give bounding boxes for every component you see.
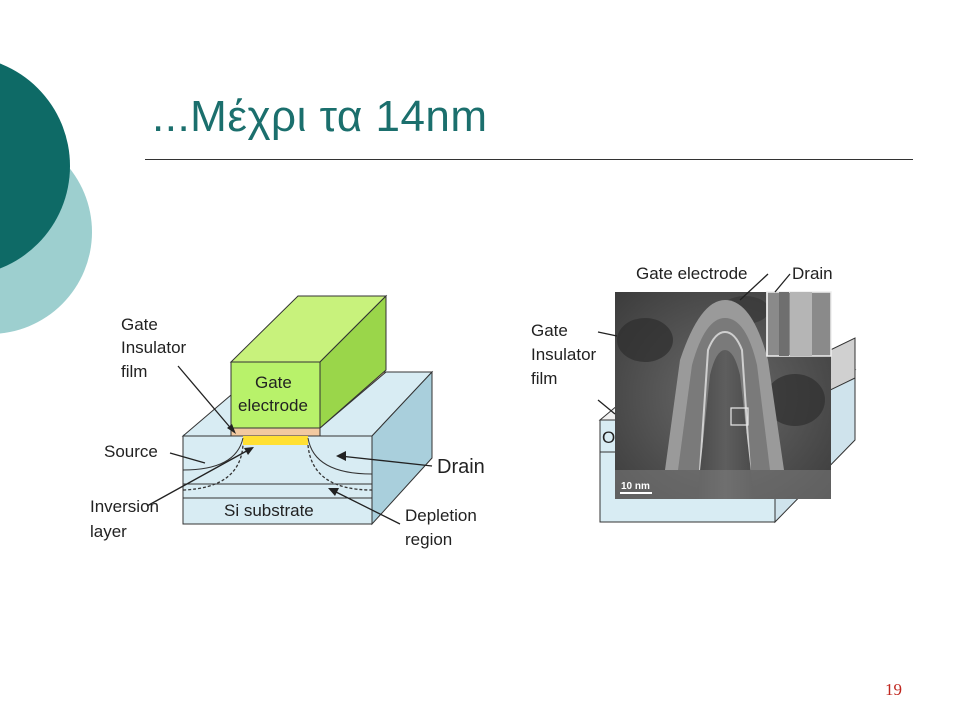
channel-yellow [243,436,308,445]
pointer-inversion [146,447,253,507]
label-gate-electrode-1: Gate [255,373,292,392]
tem-bottom [615,470,831,499]
label-finfet-gate-insulator-2: Insulator [531,345,597,364]
gate-electrode-front [230,361,321,429]
tem-inset-band [790,292,812,356]
slide-title: ...Μέχρι τα 14nm [152,92,488,141]
label-inversion-2: layer [90,522,127,541]
label-depletion-2: region [405,530,452,549]
label-gate-insulator-1: Gate [121,315,158,334]
label-finfet-gate-insulator-3: film [531,369,557,388]
pointer-gate-insulator-head [227,424,236,434]
label-inversion-1: Inversion [90,497,159,516]
tem-arch-inner-line [699,330,751,471]
pointer-depletion [331,489,401,525]
pointer-gate-insulator [177,365,235,433]
pointer-depletion-head [328,488,339,496]
label-gate-insulator-2: Insulator [121,338,187,357]
pointer-drain-head [336,451,346,461]
label-partial-O: O [602,428,615,447]
label-source: Source [104,442,158,461]
label-gate-electrode-2: electrode [238,396,308,415]
source-boundary [182,437,244,471]
label-finfet-gate-insulator-1: Gate [531,321,568,340]
tem-inset-band-2 [779,292,789,356]
title-divider [145,159,913,160]
tem-blotch-1 [617,318,673,362]
pointer-finfet-O [597,399,616,415]
decorative-circles [0,63,92,334]
label-substrate: Si substrate [224,501,314,520]
substrate-front-face [182,435,373,525]
scale-bar-label: 10 nm [621,481,650,492]
label-depletion-1: Depletion [405,506,477,525]
pointer-finfet-drain [774,273,791,293]
pointer-inversion-head [244,447,254,455]
label-gate-insulator-3: film [121,362,147,381]
page-number: 19 [885,680,902,699]
drain-boundary [307,437,373,475]
pointer-finfet-gate-electrode [739,273,769,301]
label-finfet-drain: Drain [792,264,833,283]
label-finfet-gate-electrode: Gate electrode [636,264,748,283]
decorative-circle-dark [0,63,70,269]
pointer-finfet-insulator [597,331,618,337]
tem-blotch-2 [765,374,825,426]
depletion-curve-right [307,444,373,491]
tem-fin [697,350,754,499]
tem-marker [730,407,749,426]
label-drain: Drain [437,456,485,478]
pointer-source [169,452,206,464]
pointer-drain [339,455,433,467]
